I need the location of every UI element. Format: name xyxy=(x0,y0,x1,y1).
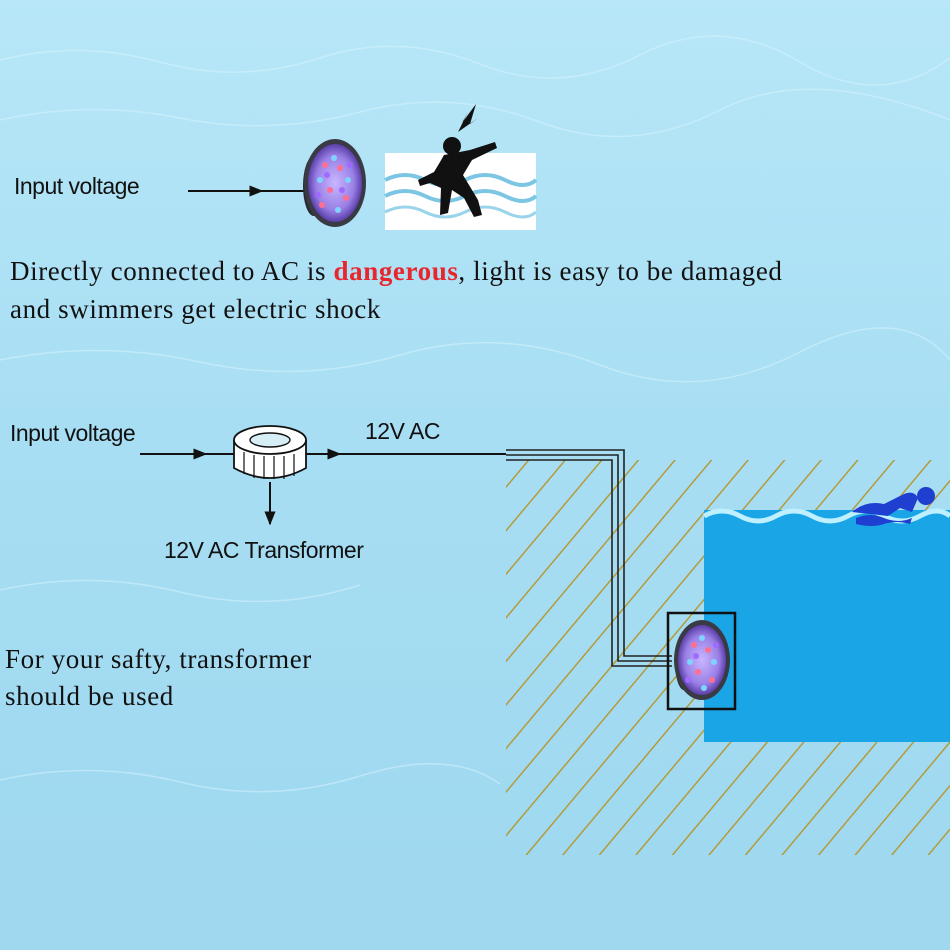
pool-light-icon xyxy=(303,139,366,227)
pool-surface-wave xyxy=(702,508,950,524)
swimmer-icon xyxy=(852,487,935,526)
pool-water xyxy=(704,510,950,742)
light-niche xyxy=(666,611,737,711)
water-ripples xyxy=(0,35,950,793)
cable xyxy=(506,449,672,667)
advice-text-line1: For your safty, transformer xyxy=(5,644,312,674)
warning-text-line2: and swimmers get electric shock xyxy=(10,294,381,324)
warning-text-line1: Directly connected to AC is dangerous, l… xyxy=(10,256,783,287)
bottom-input-voltage-label: Input voltage xyxy=(10,420,136,446)
top-input-voltage-label: Input voltage xyxy=(14,173,140,199)
danger-word: dangerous xyxy=(333,256,459,286)
electric-shock-icon xyxy=(384,104,538,230)
advice-text-line2: should be used xyxy=(5,681,174,711)
warning-text-before: Directly connected to AC is xyxy=(10,256,334,286)
transformer-icon xyxy=(233,425,307,479)
warning-text-after: , light is easy to be damaged xyxy=(458,256,783,286)
bottom-band xyxy=(0,855,950,950)
pool-light-icon xyxy=(674,620,730,700)
transformer-label: 12V AC Transformer xyxy=(164,537,364,563)
output-voltage-label: 12V AC xyxy=(365,418,441,444)
